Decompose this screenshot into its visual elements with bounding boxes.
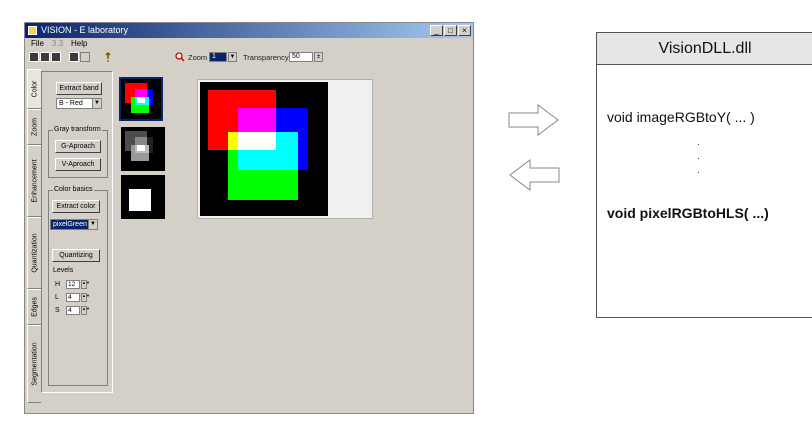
transparency-spinner[interactable]: ±: [314, 52, 323, 62]
thumbnail-gray[interactable]: [121, 127, 165, 171]
app-icon: [28, 26, 37, 35]
level-l-input[interactable]: 4: [66, 293, 80, 302]
tab-edges[interactable]: Edges: [27, 289, 41, 325]
app-window: VISION - E laboratory _ □ × File 3.3 Hel…: [24, 22, 474, 414]
thumbnail-color[interactable]: [119, 77, 163, 121]
chevron-down-icon: ▼: [92, 99, 101, 108]
zoom-label: Zoom: [188, 53, 208, 62]
dll-title: VisionDLL.dll: [597, 33, 812, 65]
chevron-down-icon: ▼: [88, 220, 97, 229]
level-l-spinner[interactable]: ▲▼: [81, 293, 90, 302]
dll-ellipsis-3: .: [697, 165, 700, 176]
color-space-select[interactable]: pixelGreen ▼: [50, 219, 98, 230]
copy-icon[interactable]: [80, 52, 90, 62]
dll-function-1: void imageRGBtoY( ... ): [607, 109, 755, 125]
band-select-value: B - Red: [59, 100, 83, 107]
menu-dim: 3.3: [51, 39, 64, 48]
dll-ellipsis-1: .: [697, 137, 700, 148]
image-view[interactable]: [197, 79, 373, 219]
dll-function-2: void pixelRGBtoHLS( ...): [607, 205, 769, 221]
level-l-label: L: [55, 294, 59, 301]
level-h-spinner[interactable]: ▲▼: [81, 280, 90, 289]
main-image: [200, 82, 328, 216]
vertical-tabs: Color Zoom Enhancement Quantization Edge…: [27, 69, 41, 403]
extract-color-button[interactable]: Extract color: [52, 200, 100, 213]
control-panel: Extract band B - Red ▼ Gray transform G-…: [41, 71, 113, 393]
band-select[interactable]: B - Red ▼: [56, 98, 102, 109]
tab-enhancement[interactable]: Enhancement: [27, 145, 41, 217]
color-basics-label: Color basics: [53, 186, 94, 193]
maximize-button[interactable]: □: [444, 25, 457, 36]
thumbnail-mask[interactable]: [121, 175, 165, 219]
level-s-input[interactable]: 4: [66, 306, 80, 315]
close-button[interactable]: ×: [458, 25, 471, 36]
gray-transform-group: Gray transform G-Aproach V-Aproach: [48, 126, 108, 178]
level-s-spinner[interactable]: ▲▼: [81, 306, 90, 315]
tab-zoom[interactable]: Zoom: [27, 109, 41, 145]
g-approach-button[interactable]: G-Aproach: [55, 140, 101, 153]
save-icon[interactable]: [40, 52, 50, 62]
tab-quantization[interactable]: Quantization: [27, 217, 41, 289]
window-title: VISION - E laboratory: [41, 25, 129, 35]
arrow-left-icon: [509, 159, 560, 191]
title-bar[interactable]: VISION - E laboratory _ □ ×: [25, 23, 473, 38]
zoom-icon[interactable]: [175, 52, 185, 62]
level-h-input[interactable]: 12: [66, 280, 80, 289]
tab-segmentation[interactable]: Segmentation: [27, 325, 41, 403]
menu-file[interactable]: File: [31, 39, 44, 48]
level-s-label: S: [55, 307, 60, 314]
levels-label: Levels: [53, 267, 74, 274]
zoom-select[interactable]: 1: [209, 52, 227, 62]
minimize-button[interactable]: _: [430, 25, 443, 36]
toolbar: Zoom 1 ▼ Transparency 50 ±: [25, 50, 473, 66]
tab-color[interactable]: Color: [27, 69, 41, 109]
menu-bar: File 3.3 Help: [25, 38, 473, 50]
extract-band-button[interactable]: Extract band: [56, 82, 102, 95]
arrow-right-icon: [508, 104, 559, 136]
zoom-dropdown-icon[interactable]: ▼: [228, 52, 237, 62]
open-icon[interactable]: [51, 52, 61, 62]
print-icon[interactable]: [69, 52, 79, 62]
v-approach-button[interactable]: V-Aproach: [55, 158, 101, 171]
help-icon[interactable]: [103, 51, 113, 62]
level-h-label: H: [55, 281, 61, 288]
transparency-input[interactable]: 50: [289, 52, 313, 62]
transparency-label: Transparency: [243, 53, 289, 62]
new-icon[interactable]: [29, 52, 39, 62]
color-basics-group: Color basics Extract color pixelGreen ▼ …: [48, 186, 108, 386]
gray-transform-label: Gray transform: [53, 126, 102, 133]
quantizing-button[interactable]: Quantizing: [52, 249, 100, 262]
dll-ellipsis-2: .: [697, 151, 700, 162]
color-space-value: pixelGreen: [53, 221, 87, 228]
menu-help[interactable]: Help: [71, 39, 88, 48]
window-controls: _ □ ×: [430, 25, 471, 36]
dll-panel: VisionDLL.dll void imageRGBtoY( ... ) . …: [596, 32, 812, 318]
